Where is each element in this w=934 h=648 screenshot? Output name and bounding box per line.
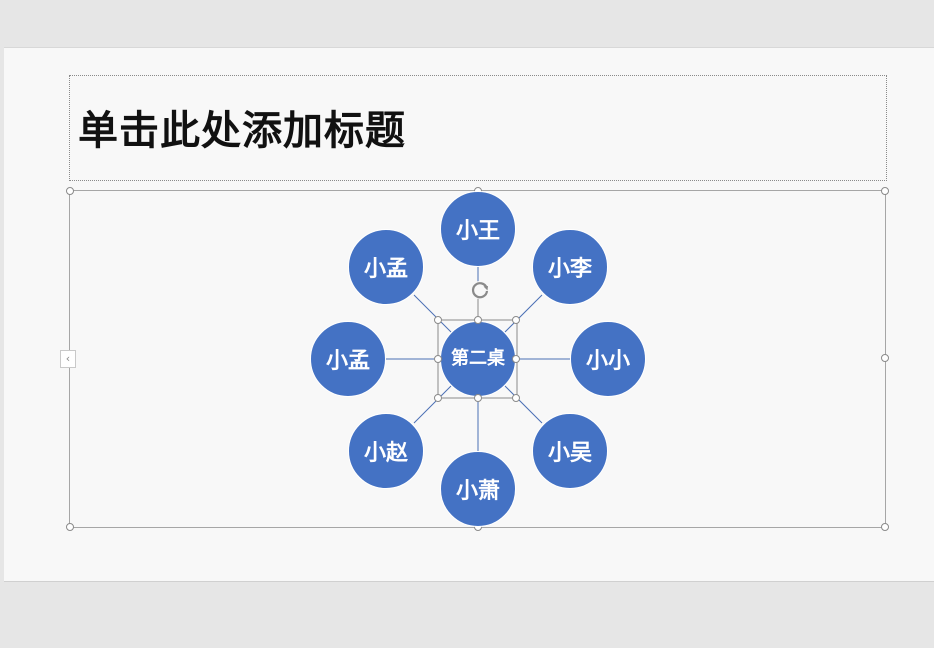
center-handle-top[interactable] [474,316,482,324]
title-placeholder[interactable]: 单击此处添加标题 [69,75,887,181]
node-right[interactable]: 小小 [570,321,646,397]
center-handle-top-left[interactable] [434,316,442,324]
frame-handle-bottom-left[interactable] [66,523,74,531]
center-handle-bottom-left[interactable] [434,394,442,402]
node-center[interactable]: 第二桌 [440,321,516,397]
center-handle-top-right[interactable] [512,316,520,324]
text-pane-toggle[interactable]: ‹ [60,350,76,368]
center-handle-left[interactable] [434,355,442,363]
center-handle-bottom-right[interactable] [512,394,520,402]
connector-top-left [413,294,452,333]
rotate-handle-icon[interactable] [469,279,491,301]
node-bottom-right[interactable]: 小吴 [532,413,608,489]
frame-handle-top-left[interactable] [66,187,74,195]
node-top[interactable]: 小王 [440,191,516,267]
center-handle-right[interactable] [512,355,520,363]
connector-top-right [504,294,543,333]
node-bottom[interactable]: 小萧 [440,451,516,527]
frame-handle-bottom-right[interactable] [881,523,889,531]
node-bottom-left[interactable]: 小赵 [348,413,424,489]
connector-bottom-right [504,385,543,424]
node-top-right[interactable]: 小李 [532,229,608,305]
chevron-left-icon: ‹ [65,352,71,365]
slide-canvas[interactable]: 单击此处添加标题 ‹ 小王 小李 小小 小吴 小萧 小赵 小孟 小孟 第二桌 [4,47,934,582]
node-top-left[interactable]: 小孟 [348,229,424,305]
frame-handle-right[interactable] [881,354,889,362]
title-placeholder-text: 单击此处添加标题 [78,108,406,154]
frame-handle-top-right[interactable] [881,187,889,195]
connector-bottom-left [413,385,452,424]
center-handle-bottom[interactable] [474,394,482,402]
node-left[interactable]: 小孟 [310,321,386,397]
